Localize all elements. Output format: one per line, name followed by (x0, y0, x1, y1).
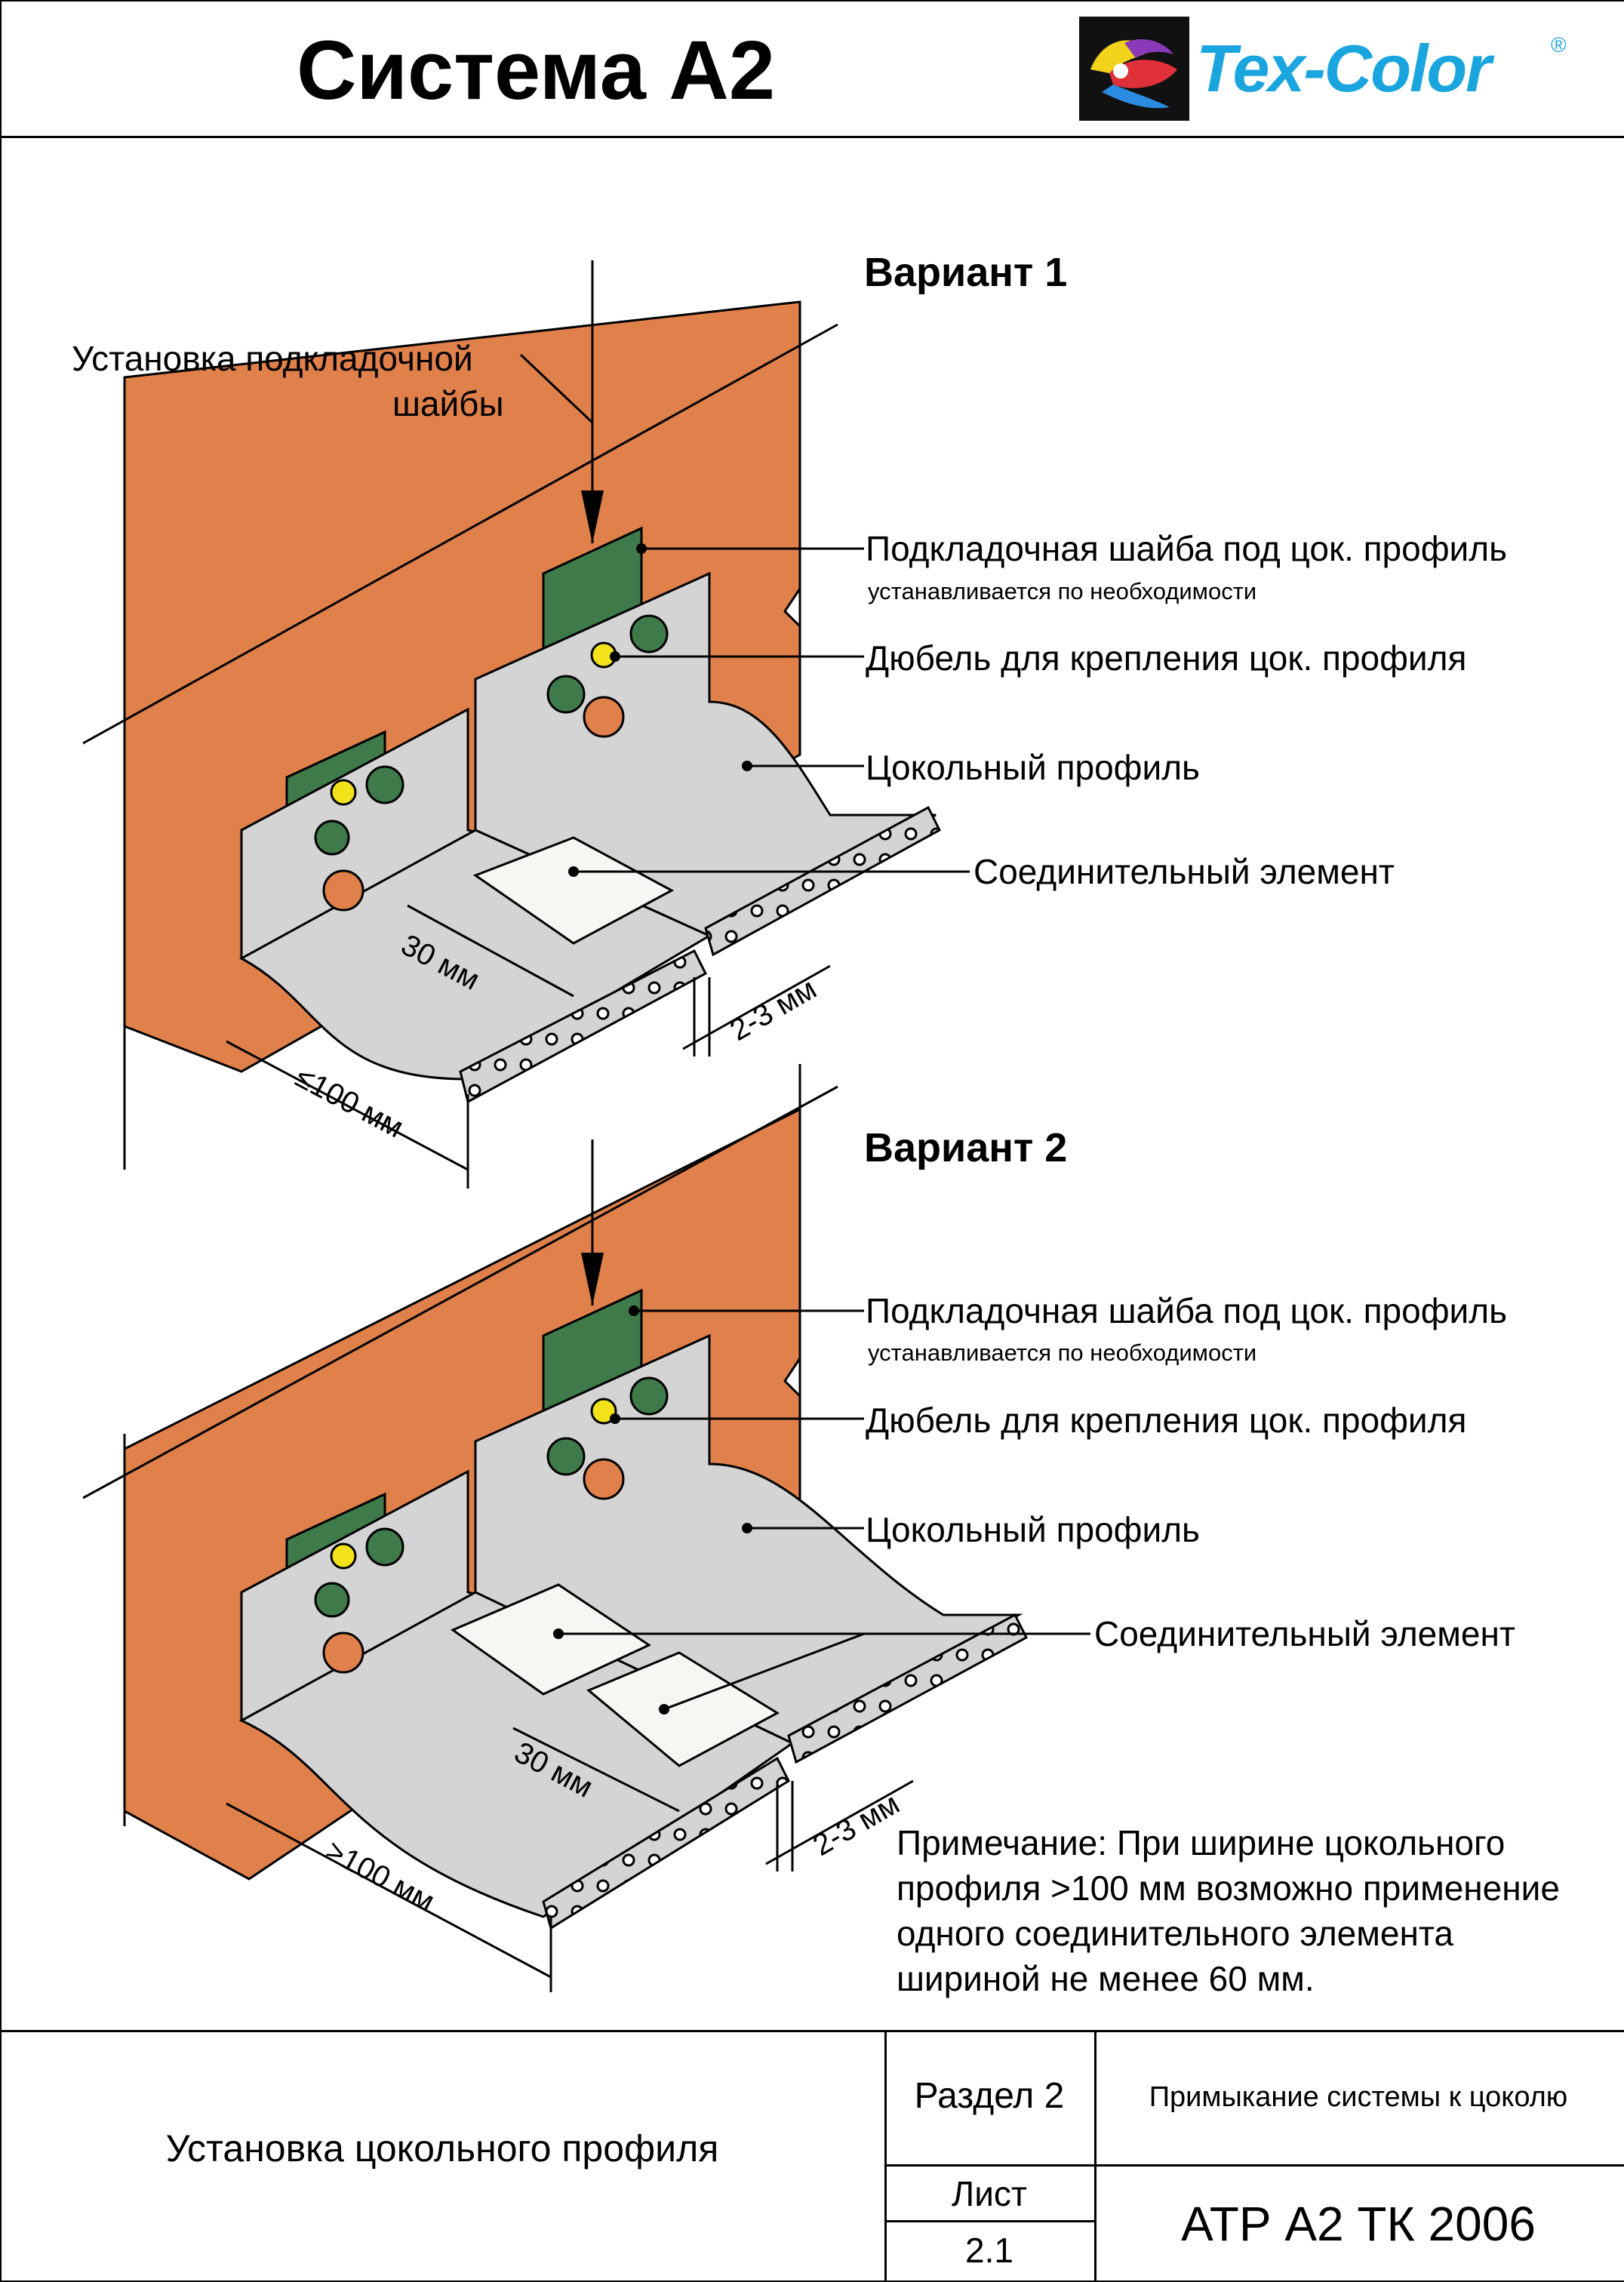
title-block-divider-2 (1094, 2030, 1097, 2280)
v1-install-callout-line1: Установка подкладочной (72, 339, 473, 378)
section-label: Раздел 2 (914, 2076, 1065, 2116)
v1-washer-label: Подкладочная шайба под цок. профиль (866, 529, 1508, 568)
note-text: Примечание: При ширине цокольного профил… (897, 1823, 1560, 1998)
title-block-divider-1 (884, 2030, 887, 2280)
variant1-drawing (82, 260, 970, 1189)
v2-dowel-label: Дюбель для крепления цок. профиля (866, 1401, 1467, 1440)
v2-dowel-left (330, 1542, 357, 1570)
v2-dowel-right (590, 1398, 617, 1425)
brand-name: Tex-Color (1196, 31, 1491, 106)
section-title: Примыкание системы к цоколю (1149, 2081, 1568, 2113)
v2-washer-note: устанавливается по необходимости (868, 1339, 1257, 1366)
v1-washer-note: устанавливается по необходимости (868, 578, 1257, 604)
title-block-top (0, 2030, 1624, 2032)
v2-connector-label: Соединительный элемент (1094, 1614, 1515, 1653)
title-block-row-divider (884, 2164, 1624, 2167)
sheet-number: 2.1 (965, 2231, 1013, 2270)
v2-perforated-strip-left (542, 1756, 790, 1930)
drawing-title: Установка цокольного профиля (165, 2127, 719, 2170)
brand-logo-icon (1079, 17, 1189, 121)
v2-perforated-strip-right (787, 1613, 1028, 1764)
variant2-drawing (82, 1064, 1090, 1992)
header-divider (0, 136, 1624, 138)
v1-connector-label: Соединительный элемент (973, 852, 1395, 891)
v1-install-callout-line2: шайбы (392, 384, 504, 423)
variant1-heading: Вариант 1 (864, 250, 1068, 295)
variant2-heading: Вариант 2 (864, 1125, 1068, 1170)
v2-profile-label: Цокольный профиль (866, 1510, 1200, 1549)
v1-profile-label: Цокольный профиль (866, 748, 1200, 787)
v1-connector (472, 836, 675, 945)
page-title: Система А2 (296, 24, 776, 117)
v1-dowel-left (330, 779, 357, 806)
title-block-sheet-divider (884, 2220, 1094, 2222)
v1-dowel-label: Дюбель для крепления цок. профиля (866, 638, 1467, 678)
v2-connector-1 (450, 1583, 652, 1696)
document-code: АТР А2 ТК 2006 (1181, 2197, 1536, 2251)
sheet-label: Лист (952, 2174, 1027, 2213)
v2-connector-2 (586, 1651, 780, 1767)
registered-mark: ® (1551, 33, 1567, 57)
v2-washer-label: Подкладочная шайба под цок. профиль (866, 1291, 1508, 1330)
v1-perforated-strip-left (459, 949, 707, 1104)
v1-perforated-strip-right (704, 805, 941, 957)
v1-profile-right (474, 571, 937, 937)
